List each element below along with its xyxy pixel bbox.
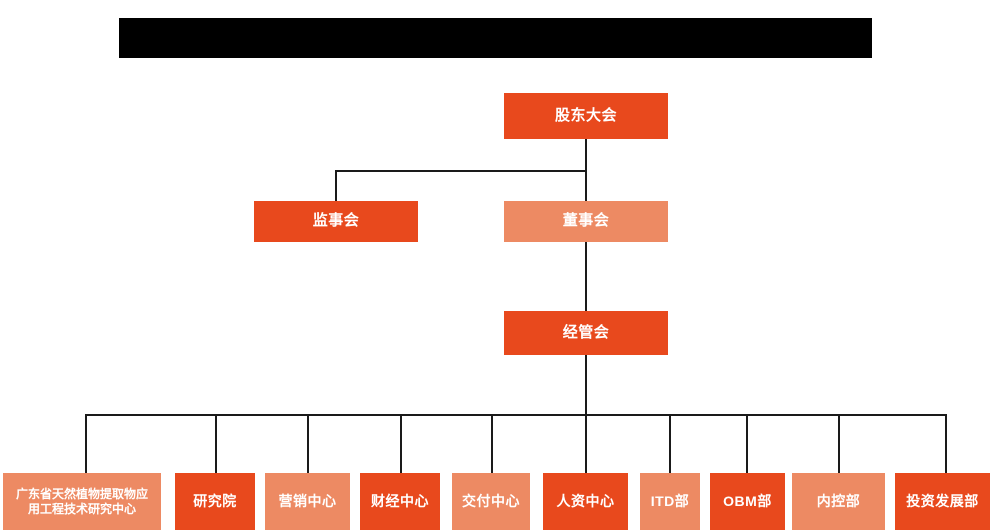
node-board-of-supervisors-label: 监事会 — [312, 212, 360, 230]
node-dept-label-2: 研究院 — [193, 492, 237, 509]
node-dept-label-4: 财经中心 — [371, 492, 429, 509]
node-dept-label-10: 投资发展部 — [906, 492, 979, 509]
connector-dept-drop-8 — [746, 414, 748, 473]
node-board-of-directors-label: 董事会 — [562, 212, 610, 230]
node-dept-marketing-center[interactable]: 营销中心 — [265, 473, 350, 530]
connector-dept-drop-4 — [400, 414, 402, 473]
node-dept-label-1-line1: 广东省天然植物提取物应 — [15, 486, 148, 501]
connector-dept-drop-5 — [491, 414, 493, 473]
connector-supervisors-drop — [335, 170, 337, 201]
connector-dept-drop-2 — [215, 414, 217, 473]
node-dept-guangdong-research-center[interactable]: 广东省天然植物提取物应 用工程技术研究中心 — [3, 473, 161, 530]
node-board-of-supervisors[interactable]: 监事会 — [254, 201, 418, 242]
node-dept-label-6: 人资中心 — [556, 492, 615, 509]
connector-dept-drop-7 — [669, 414, 671, 473]
node-dept-research-institute[interactable]: 研究院 — [175, 473, 255, 530]
connector-directors-drop — [585, 170, 587, 201]
connector-dept-drop-9 — [838, 414, 840, 473]
connector-supervisors-bus — [336, 170, 587, 172]
node-dept-label-1: 广东省天然植物提取物应 用工程技术研究中心 — [12, 487, 152, 517]
node-dept-investment-development[interactable]: 投资发展部 — [895, 473, 990, 530]
node-shareholders-meeting-label: 股东大会 — [554, 106, 617, 124]
node-dept-hr-center[interactable]: 人资中心 — [543, 473, 628, 530]
node-management-committee[interactable]: 经管会 — [504, 311, 668, 355]
connector-departments-bus — [85, 414, 946, 416]
node-board-of-directors[interactable]: 董事会 — [504, 201, 668, 242]
node-dept-label-9: 内控部 — [816, 492, 861, 509]
node-dept-label-8: OBM部 — [723, 492, 772, 509]
connector-directors-to-management — [585, 242, 587, 311]
connector-dept-drop-10 — [945, 414, 947, 473]
connector-management-stem — [585, 355, 587, 415]
node-dept-label-1-line2: 用工程技术研究中心 — [27, 501, 136, 516]
connector-shareholders-stem — [585, 139, 587, 171]
node-dept-label-5: 交付中心 — [462, 492, 520, 509]
node-dept-finance-center[interactable]: 财经中心 — [360, 473, 440, 530]
node-dept-internal-control[interactable]: 内控部 — [792, 473, 885, 530]
connector-dept-drop-3 — [307, 414, 309, 473]
node-management-committee-label: 经管会 — [562, 323, 610, 341]
node-dept-label-7: ITD部 — [650, 492, 690, 509]
redacted-title-bar — [119, 18, 872, 58]
node-dept-delivery-center[interactable]: 交付中心 — [452, 473, 530, 530]
connector-dept-drop-1 — [85, 414, 87, 473]
connector-dept-drop-6 — [585, 414, 587, 473]
node-dept-itd[interactable]: ITD部 — [640, 473, 700, 530]
node-dept-label-3: 营销中心 — [278, 492, 337, 509]
node-dept-obm[interactable]: OBM部 — [710, 473, 785, 530]
node-shareholders-meeting[interactable]: 股东大会 — [504, 93, 668, 139]
